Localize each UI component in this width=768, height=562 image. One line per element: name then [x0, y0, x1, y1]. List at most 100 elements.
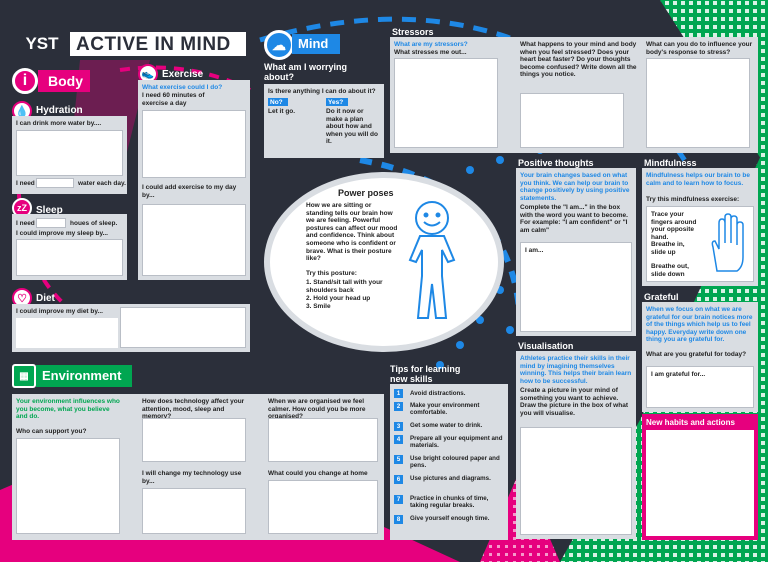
environment-q4: I will change my technology use by... — [142, 470, 242, 485]
power-pose-figure-icon — [408, 201, 456, 319]
stressors-answer-box-1[interactable] — [394, 58, 498, 148]
yes-label: Yes? — [328, 99, 344, 106]
grateful-box[interactable]: I am grateful for... — [646, 366, 754, 408]
environment-panel: Your environment influences who you beco… — [12, 394, 384, 540]
environment-answer-box-2[interactable] — [142, 418, 246, 462]
sleep-question: I could improve my sleep by... — [16, 230, 108, 237]
hand-outline-icon — [711, 213, 744, 272]
mind-heading-bg — [292, 34, 340, 54]
exercise-need-text: I need 60 minutes of exercise a day — [142, 92, 205, 107]
environment-heading-bg — [36, 365, 132, 387]
hydration-question: I can drink more water by.... — [16, 120, 102, 127]
power-poses-text: How we are sitting or standing tells our… — [306, 202, 398, 263]
visualisation-blue: Athletes practice their skills in their … — [520, 355, 632, 385]
hydration-answer-box[interactable] — [16, 130, 123, 176]
visualisation-box[interactable] — [520, 427, 632, 535]
environment-answer-box-1[interactable] — [16, 438, 120, 534]
diet-answer-box[interactable] — [120, 307, 246, 348]
tips-heading: Tips for learning new skills — [390, 364, 461, 384]
environment-q3: When we are organised we feel calmer. Ho… — [268, 398, 366, 421]
tip-number: 7 — [394, 495, 403, 504]
environment-answer-box-4[interactable] — [142, 488, 246, 534]
tip-text: Use pictures and diagrams. — [410, 475, 491, 482]
environment-blue: Your environment influences who you beco… — [16, 398, 120, 421]
header-banner: YST ACTIVE IN MIND — [12, 30, 248, 58]
mind-question: Is there anything I can do about it? — [268, 88, 376, 95]
mindfulness-step-2: Breathe in, slide up — [651, 241, 685, 256]
stressors-answer-box-2[interactable] — [520, 93, 624, 148]
diet-answer-box-left[interactable] — [16, 318, 118, 348]
hydration-need-post: water each day. — [78, 180, 126, 187]
diet-panel: I could improve my diet by... — [12, 304, 250, 352]
power-poses-step-2: 2. Hold your head up — [306, 295, 371, 302]
new-habits-panel: New habits and actions — [642, 414, 758, 540]
stressors-question-2: What happens to your mind and body when … — [520, 41, 637, 79]
body-icon: i — [12, 68, 38, 94]
sleep-need-post: houes of sleep. — [70, 220, 118, 227]
tip-text: Prepare all your equipment and materials… — [410, 435, 503, 450]
mindfulness-panel: Mindfulness helps our brain to be calm a… — [642, 168, 758, 286]
exercise-question: What exercise could I do? — [142, 84, 223, 91]
exercise-add-box[interactable] — [142, 204, 246, 276]
page-title: ACTIVE IN MIND — [76, 34, 231, 55]
stressors-question-1: What are my stressors? — [394, 41, 468, 48]
sleep-heading: Sleep — [36, 205, 63, 216]
visualisation-heading: Visualisation — [518, 341, 574, 351]
visualisation-panel: Athletes practice their skills in their … — [516, 351, 636, 539]
power-poses-step-1: 1. Stand/sit tall with your shoulders ba… — [306, 279, 383, 294]
no-text: Let it go. — [268, 108, 296, 115]
worry-heading: What am I worrying about? — [264, 62, 348, 82]
grateful-heading: Grateful — [644, 292, 679, 302]
positive-thoughts-blue: Your brain changes based on what you thi… — [520, 172, 630, 202]
diet-heading: Diet — [36, 293, 55, 304]
mindfulness-blue: Mindfulness helps our brain to be calm a… — [646, 172, 751, 187]
positive-thoughts-box-label: I am... — [525, 247, 544, 254]
positive-thoughts-box[interactable]: I am... — [520, 242, 632, 332]
environment-heading: Environment — [42, 368, 122, 383]
exercise-add-question: I could add exercise to my day by... — [142, 184, 237, 199]
stressors-question-1b: What stresses me out... — [394, 49, 467, 56]
yes-text: Do it now or make a plan about how and w… — [326, 108, 378, 146]
grateful-blue: When we focus on what we are grateful fo… — [646, 306, 753, 344]
power-poses-step-3: 3. Smile — [306, 303, 331, 310]
mindfulness-step-1: Trace your fingers around your opposite … — [651, 211, 697, 241]
exercise-panel: What exercise could I do? I need 60 minu… — [138, 80, 250, 280]
mindfulness-box: Trace your fingers around your opposite … — [646, 206, 754, 282]
buildings-icon: ▦ — [12, 364, 36, 388]
body-heading-bg — [38, 70, 90, 92]
grateful-box-label: I am grateful for... — [651, 371, 706, 378]
hydration-amount-box[interactable] — [36, 178, 74, 188]
environment-q5: What could you change at home — [268, 470, 368, 477]
grateful-panel: When we focus on what we are grateful fo… — [642, 302, 758, 412]
tip-number: 6 — [394, 475, 403, 484]
environment-answer-box-5[interactable] — [268, 480, 378, 534]
hydration-heading: Hydration — [36, 105, 83, 116]
tip-text: Practice in chunks of time, taking regul… — [410, 495, 489, 510]
stressors-question-3: What can you do to influence your body's… — [646, 41, 753, 56]
mindfulness-text: Try this mindfulness exercise: — [646, 196, 740, 203]
tip-number: 1 — [394, 389, 403, 398]
no-label: No? — [270, 99, 283, 106]
exercise-answer-box[interactable] — [142, 110, 246, 178]
power-poses-oval — [264, 172, 504, 352]
no-label-bg — [268, 98, 288, 106]
exercise-heading: Exercise — [162, 69, 204, 80]
sleep-answer-box[interactable] — [16, 239, 123, 276]
tip-number: 4 — [394, 435, 403, 444]
tip-text: Use bright coloured paper and pens. — [410, 455, 500, 470]
tip-number: 3 — [394, 422, 403, 431]
positive-thoughts-panel: Your brain changes based on what you thi… — [516, 168, 636, 336]
stressors-answer-box-3[interactable] — [646, 58, 750, 148]
mind-panel: Is there anything I can do about it? No?… — [264, 84, 384, 158]
new-habits-box[interactable] — [646, 430, 754, 536]
environment-q2: How does technology affect your attentio… — [142, 398, 245, 421]
tip-text: Make your environment comfortable. — [410, 402, 480, 417]
sleep-panel: I need houes of sleep. I could improve m… — [12, 214, 127, 280]
tip-text: Give yourself enough time. — [410, 515, 490, 522]
new-habits-heading: New habits and actions — [646, 418, 735, 427]
tip-number: 2 — [394, 402, 403, 411]
sleep-hours-box[interactable] — [36, 218, 66, 228]
power-poses-try: Try this posture: — [306, 270, 357, 277]
stressors-panel: What are my stressors? What stresses me … — [390, 37, 758, 153]
environment-answer-box-3[interactable] — [268, 418, 378, 462]
